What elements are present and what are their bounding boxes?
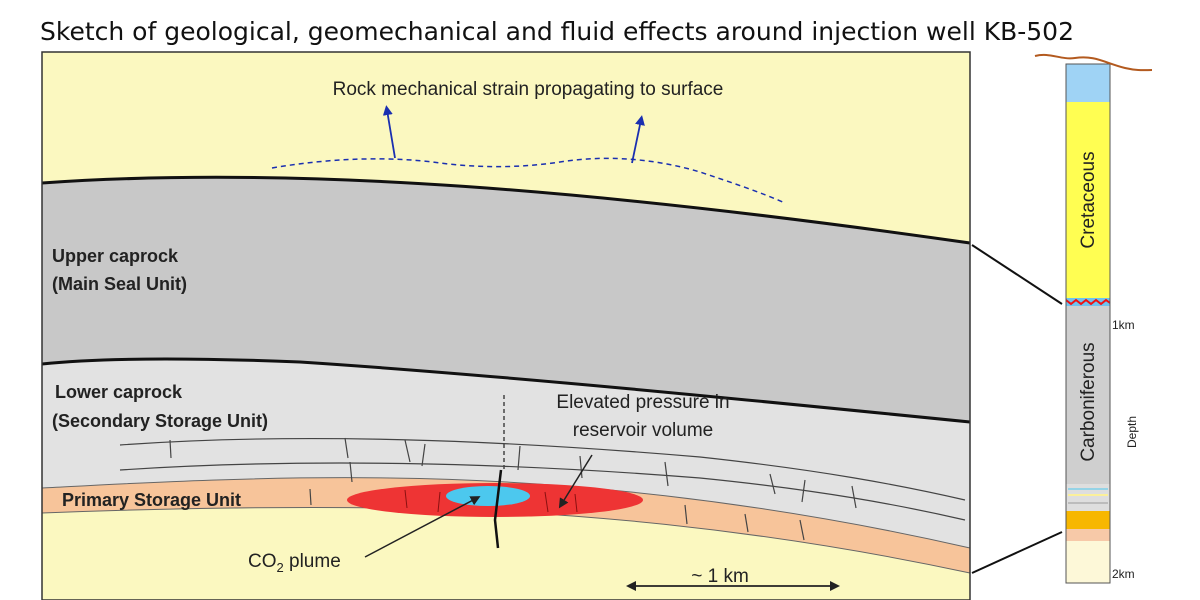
cross-section-panel: Rock mechanical strain propagating to su… (41, 51, 971, 600)
strain-arrow (382, 105, 396, 159)
column-storage-band (1066, 511, 1110, 529)
connector-line (971, 531, 1063, 574)
injection-well (493, 469, 503, 549)
lower-caprock-sublabel: (Secondary Storage Unit) (52, 411, 268, 431)
co2-plume-label: CO2 plume (248, 551, 341, 575)
stratigraphic-column: Cretaceous Carboniferous Depth 1km 2km (1034, 53, 1153, 584)
bedding-line (119, 462, 966, 521)
co2-plume (446, 486, 530, 506)
upper-lower-boundary-line (41, 357, 971, 424)
lower-caprock-label: Lower caprock (55, 382, 183, 402)
connector-line (971, 244, 1063, 305)
tick-2km-label: 2km (1112, 567, 1135, 581)
cretaceous-label: Cretaceous (1078, 151, 1099, 248)
column-border (1065, 63, 1111, 584)
surface-line (1034, 53, 1153, 72)
primary-storage-layer (42, 477, 970, 573)
pressure-zone-fractures (404, 489, 578, 513)
pressure-sublabel: reservoir volume (573, 420, 713, 441)
upper-caprock-label: Upper caprock (52, 246, 179, 266)
panel-border (41, 51, 971, 600)
unconformity-line (1065, 298, 1111, 306)
column-carboniferous (1066, 306, 1110, 484)
pressure-leader-arrow (558, 454, 593, 509)
bedding-line (119, 437, 966, 501)
scale-label: ~ 1 km (691, 566, 749, 587)
pressure-label: Elevated pressure in (556, 392, 729, 413)
column-bands (1066, 484, 1110, 511)
upper-caprock-sublabel: (Main Seal Unit) (52, 274, 187, 294)
figure-title: Sketch of geological, geomechanical and … (40, 17, 1074, 46)
tick-1km-label: 1km (1112, 318, 1135, 332)
carboniferous-label: Carboniferous (1078, 342, 1099, 461)
column-base (1066, 541, 1110, 583)
surface-strain-curve (271, 157, 786, 204)
surface-boundary-line (41, 175, 971, 245)
fracture-marks (169, 437, 857, 541)
strain-arrow (631, 115, 645, 164)
surface-strain-label: Rock mechanical strain propagating to su… (333, 79, 724, 100)
depth-label: Depth (1125, 416, 1139, 448)
column-cretaceous (1066, 102, 1110, 298)
column-pink-band (1066, 529, 1110, 541)
storage-top-line (41, 477, 971, 549)
column-sky-band (1066, 64, 1110, 102)
lower-caprock-layer (42, 358, 970, 548)
primary-storage-label: Primary Storage Unit (62, 490, 241, 510)
co2-leader-arrow (364, 496, 481, 558)
